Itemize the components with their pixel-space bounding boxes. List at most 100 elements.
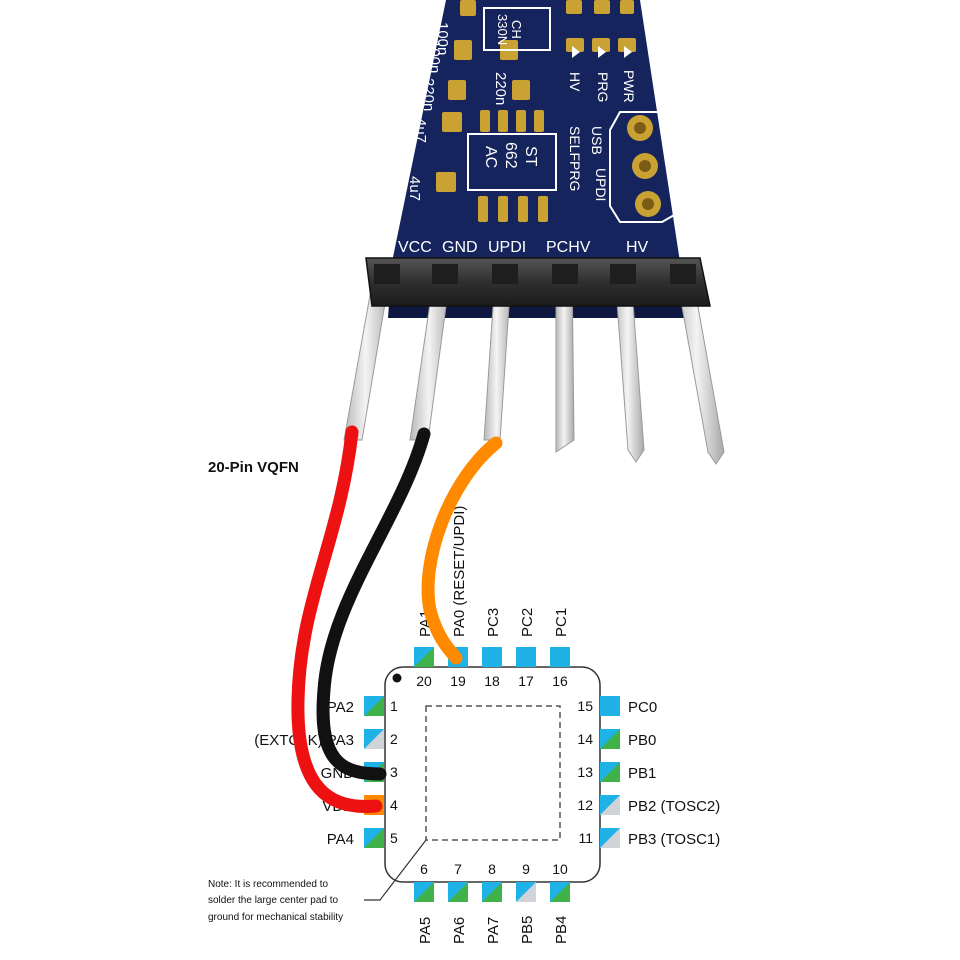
led-arrow-icons [572, 46, 632, 58]
pcb-pads [436, 0, 636, 222]
pad-pin-1 [364, 696, 384, 716]
pad-pin-5 [364, 828, 384, 848]
pin-number-11: 11 [578, 830, 593, 846]
pad-pin-16 [550, 647, 570, 667]
pad-pin-13 [600, 762, 620, 782]
pin-number-19: 19 [450, 673, 466, 689]
pad-pin-18 [482, 647, 502, 667]
pin-label-7: PA6 [451, 917, 468, 944]
pin-number-8: 8 [488, 861, 496, 877]
pin-number-3: 3 [390, 764, 398, 780]
silk-led-hv: HV [567, 72, 583, 92]
pin-number-7: 7 [454, 861, 462, 877]
wires [291, 425, 503, 813]
pin-number-5: 5 [390, 830, 398, 846]
vqfn-chip [384, 666, 601, 883]
header-labels: VCC GND UPDI PCHV HV [398, 239, 649, 256]
wire-vcc [291, 425, 383, 813]
silk-led-prg: PRG [595, 72, 611, 102]
silk-st-line1: ST [522, 146, 539, 167]
pin-label-8: PA7 [485, 917, 502, 944]
silk-ch-line1: CH [509, 20, 524, 39]
silk-jumper-selfprg: SELFPRG [567, 126, 583, 191]
silk-ch-line2: 330N [495, 14, 510, 45]
header-body [365, 257, 711, 307]
pad-pin-11 [600, 828, 620, 848]
header-label-pchv: PCHV [546, 239, 591, 256]
pin-label-9: PB5 [519, 916, 536, 944]
pcb-silk-outlines [467, 7, 677, 223]
header-label-gnd: GND [442, 239, 478, 256]
header-label-vcc: VCC [398, 239, 432, 256]
silk-st-line3: AC [482, 146, 499, 168]
note-line-1: Note: It is recommended to [208, 879, 328, 890]
pin-label-12: PB2 (TOSC2) [628, 798, 720, 815]
pin-label-10: PB4 [553, 916, 570, 944]
header-body-notches [374, 264, 696, 284]
pin-number-20: 20 [416, 673, 432, 689]
pad-pin-8 [482, 882, 502, 902]
chip-body [384, 666, 601, 883]
diagram-title: 20-Pin VQFN [208, 459, 299, 476]
pin-number-2: 2 [390, 731, 398, 747]
wire-gnd [316, 427, 431, 781]
pin-number-12: 12 [577, 797, 593, 813]
pad-pin-15 [600, 696, 620, 716]
pin-number-9: 9 [522, 861, 530, 877]
pin-label-17: PC2 [519, 608, 536, 637]
pin-label-15: PC0 [628, 699, 657, 716]
pin-label-19: PA0 (RESET/UPDI) [451, 506, 468, 637]
header-label-hv: HV [626, 239, 649, 256]
jumper-outline [609, 111, 677, 223]
jumper-pins [627, 115, 661, 217]
silk-jumper-updi: UPDI [593, 168, 609, 201]
pin-number-6: 6 [420, 861, 428, 877]
pin-label-6: PA5 [417, 917, 434, 944]
pin-number-1: 1 [390, 698, 398, 714]
silk-cap-100n: 100n [426, 40, 443, 73]
pin-number-4: 4 [390, 797, 398, 813]
pin-number-13: 13 [577, 764, 593, 780]
pin-number-16: 16 [552, 673, 568, 689]
pad-pin-12 [600, 795, 620, 815]
pin-number-18: 18 [484, 673, 500, 689]
pin-number-14: 14 [577, 731, 593, 747]
pin-label-5: PA4 [327, 831, 354, 848]
pin-header [343, 257, 725, 465]
pad-pin-17 [516, 647, 536, 667]
pin-label-14: PB0 [628, 732, 656, 749]
silk-jumper-usb: USB [589, 126, 605, 155]
pad-pin-20 [414, 647, 434, 667]
silk-top-cap: 100n [434, 22, 451, 55]
st-chip-outline [467, 133, 557, 191]
pin-number-15: 15 [577, 698, 593, 714]
note-line-2: solder the large center pad to [208, 895, 339, 906]
pad-pin-7 [448, 882, 468, 902]
wire-updi [421, 436, 503, 665]
silk-led-pwr: PWR [621, 70, 637, 103]
note-block: Note: It is recommended to solder the la… [208, 839, 427, 923]
pin-number-17: 17 [518, 673, 534, 689]
pin-label-1: PA2 [327, 699, 354, 716]
silk-cap-4u7-a: 4u7 [412, 118, 429, 143]
pad-pin-6 [414, 882, 434, 902]
silk-cap-220n-left: 220n [420, 78, 437, 111]
pad-pin-2 [364, 729, 384, 749]
silk-cap-220n-mid: 220n [492, 72, 509, 105]
header-label-updi: UPDI [488, 239, 526, 256]
pin-number-10: 10 [552, 861, 568, 877]
ch-chip-outline [483, 7, 551, 51]
silk-st-line2: 662 [502, 142, 519, 169]
pin-label-16: PC1 [553, 608, 570, 637]
pin1-marker-dot [392, 673, 402, 683]
note-leader-line [364, 839, 427, 901]
pin-label-18: PC3 [485, 608, 502, 637]
pin-label-13: PB1 [628, 765, 656, 782]
pad-pin-9 [516, 882, 536, 902]
pad-pin-10 [550, 882, 570, 902]
silk-cap-4u7-b: 4u7 [406, 176, 423, 201]
pad-pin-14 [600, 729, 620, 749]
pin-label-11: PB3 (TOSC1) [628, 831, 720, 848]
